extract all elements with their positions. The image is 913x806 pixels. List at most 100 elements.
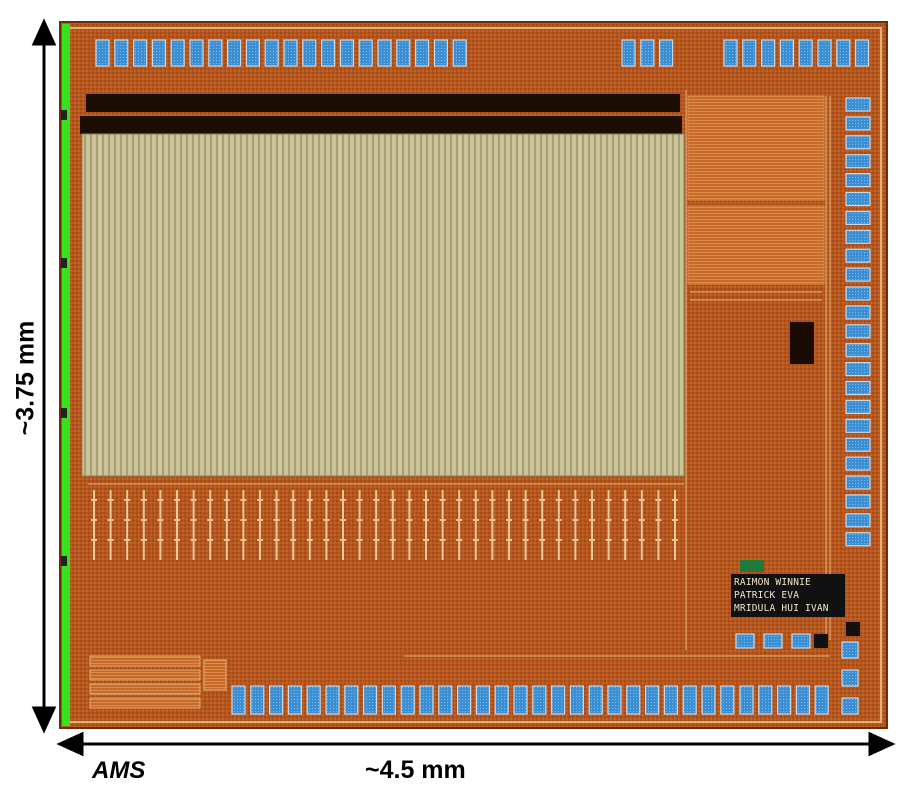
readout-column <box>506 490 512 560</box>
bond-pad-bottom <box>325 685 340 715</box>
bond-pad-right <box>845 173 871 188</box>
bond-pad-bottom <box>475 685 490 715</box>
readout-column <box>373 490 380 560</box>
readout-column <box>389 490 396 560</box>
bond-pad-bottom <box>381 685 396 715</box>
bond-pad-top <box>640 39 655 67</box>
readout-column <box>223 490 230 560</box>
bond-pad-small <box>763 633 783 649</box>
right-block-upper <box>687 95 825 201</box>
bottom-left-block <box>203 659 227 691</box>
readout-column <box>672 490 678 560</box>
bond-pad-right <box>845 494 871 509</box>
bond-pad-top <box>264 39 279 67</box>
bond-pad-right <box>845 399 871 414</box>
bond-pad-bottom <box>532 685 547 715</box>
readout-column <box>174 490 180 560</box>
height-dimension-label: ~3.75 mm <box>11 320 40 436</box>
readout-column <box>323 490 330 560</box>
readout-column <box>91 490 97 560</box>
bond-pad-right <box>845 418 871 433</box>
bond-pad-right <box>845 437 871 452</box>
bond-pad-bottom <box>513 685 528 715</box>
bond-pad-bottom <box>400 685 415 715</box>
readout-column <box>290 490 297 560</box>
bond-pad-top <box>779 39 795 67</box>
bond-pad-bottom <box>626 685 641 715</box>
bond-pad-top <box>817 39 832 67</box>
bond-pad-bottom <box>720 685 735 715</box>
bond-pad-right <box>845 267 871 282</box>
bond-pad-bottom <box>438 685 453 715</box>
bond-pad-right <box>845 343 871 358</box>
readout-column <box>240 490 247 560</box>
bond-pad-top <box>742 39 757 67</box>
bond-pad-small <box>735 633 755 649</box>
bond-pad-right <box>845 513 871 528</box>
bond-pad-top <box>151 39 166 67</box>
readout-column <box>257 490 263 560</box>
bond-pad-top <box>358 39 373 67</box>
readout-column <box>107 490 114 560</box>
right-block-lower <box>687 205 825 285</box>
bond-pad-top <box>170 39 185 67</box>
readout-column <box>456 490 463 560</box>
bond-pad-top <box>836 39 851 67</box>
bond-pad-bottom <box>588 685 603 715</box>
bond-pad-corner <box>841 641 859 659</box>
bond-pad-top <box>321 39 336 67</box>
bond-pad-small <box>791 633 811 649</box>
bottom-left-blocks <box>89 655 201 709</box>
bond-pad-right <box>845 305 871 320</box>
readout-column <box>589 490 595 560</box>
bond-pad-right <box>845 135 871 150</box>
bond-pads <box>95 39 871 715</box>
readout-column <box>555 490 562 560</box>
bond-pad-right <box>845 154 871 169</box>
bond-pad-bottom <box>287 685 302 715</box>
bond-pad-top <box>415 39 430 67</box>
bond-pad-top <box>396 39 411 67</box>
bond-pad-corner <box>841 697 859 715</box>
bond-pad-top <box>302 39 317 67</box>
bond-pad-bottom <box>550 685 566 715</box>
designer-name-line: RAIMON WINNIE <box>734 577 811 588</box>
bond-pad-right <box>845 475 871 490</box>
bond-pad-top <box>433 39 448 67</box>
bond-pad-top <box>798 39 813 67</box>
readout-column <box>340 490 346 560</box>
readout-column <box>157 490 164 560</box>
bond-pad-bottom <box>739 685 754 715</box>
bond-pad-top <box>658 39 674 67</box>
bond-pad-right <box>845 97 871 112</box>
bond-pad-bottom <box>494 685 509 715</box>
bond-pad-right <box>845 116 871 131</box>
readout-column <box>356 490 363 560</box>
bond-pad-top <box>189 39 204 67</box>
designer-name-line: PATRICK EVA <box>734 590 800 601</box>
bond-pad-bottom <box>795 685 811 715</box>
bond-pad-bottom <box>344 685 359 715</box>
bond-pad-top <box>227 39 242 67</box>
readout-column <box>622 490 629 560</box>
designer-name-line: MRIDULA HUI IVAN <box>734 603 829 614</box>
bond-pad-right <box>845 380 871 396</box>
bond-pad-top <box>854 39 870 67</box>
bond-pad-top <box>133 39 148 67</box>
dark-band-upper <box>86 94 680 112</box>
black-mark-2 <box>814 634 828 648</box>
left-strip-marks <box>61 110 67 566</box>
bond-pad-top <box>452 39 467 67</box>
width-dimension-label: ~4.5 mm <box>365 756 466 784</box>
readout-column <box>439 490 446 560</box>
foundry-label: AMS <box>92 757 146 784</box>
readout-column <box>489 490 496 560</box>
bond-pad-bottom <box>419 685 434 715</box>
green-logo <box>740 560 764 572</box>
bond-pad-bottom <box>269 685 284 715</box>
left-green-strip <box>62 24 70 726</box>
bond-pad-top <box>208 39 223 67</box>
pixel-array <box>81 133 685 477</box>
designer-names: RAIMON WINNIE PATRICK EVA MRIDULA HUI IV… <box>731 574 845 617</box>
